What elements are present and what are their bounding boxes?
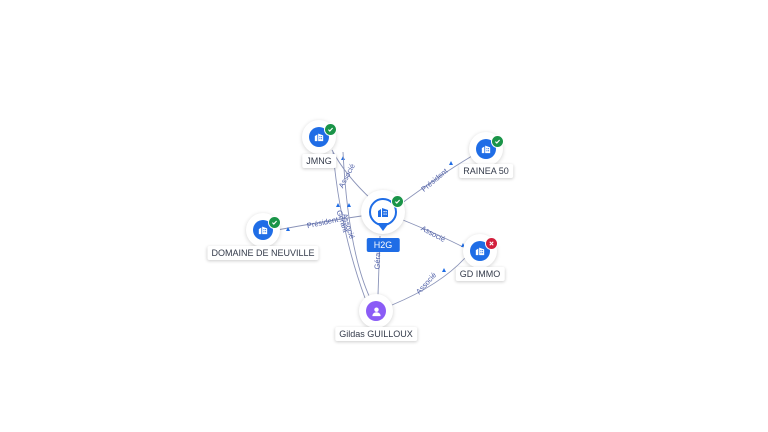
node-label[interactable]: JMNG bbox=[302, 154, 336, 168]
edge-gildas-gdimmo bbox=[391, 257, 466, 306]
edge-label: Gérant bbox=[373, 245, 383, 269]
pin-pointer-icon bbox=[377, 223, 389, 231]
check-badge-icon bbox=[491, 135, 504, 148]
edge-label: Président bbox=[306, 215, 340, 231]
edge-h2g-rainea bbox=[397, 155, 473, 207]
person-icon bbox=[366, 301, 386, 321]
check-badge-icon bbox=[324, 123, 337, 136]
edge-gildas-jmng bbox=[342, 151, 371, 299]
edge-arrow-icon bbox=[442, 268, 446, 272]
edge-label: Président bbox=[419, 166, 450, 194]
check-badge-icon bbox=[268, 216, 281, 229]
edge-arrow-icon bbox=[449, 161, 453, 165]
edge-arrow-icon bbox=[336, 203, 340, 207]
edge-h2g-neuville bbox=[276, 214, 369, 231]
node-label[interactable]: DOMAINE DE NEUVILLE bbox=[207, 246, 319, 260]
edge-label: Associé bbox=[337, 162, 357, 189]
check-badge-icon bbox=[391, 195, 404, 208]
edge-arrow-icon bbox=[347, 203, 351, 207]
node-label[interactable]: H2G bbox=[366, 238, 400, 252]
node-label[interactable]: Gildas GUILLOUX bbox=[335, 327, 417, 341]
edge-h2g-gdimmo bbox=[397, 217, 466, 249]
cross-badge-icon bbox=[485, 237, 498, 250]
edge-arrow-icon bbox=[286, 227, 290, 231]
edge-gildas-jmng bbox=[332, 151, 366, 299]
edge-label: Associé bbox=[419, 224, 446, 244]
node-label[interactable]: GD IMMO bbox=[455, 267, 505, 281]
node-label[interactable]: RAINEA 50 bbox=[459, 164, 513, 178]
